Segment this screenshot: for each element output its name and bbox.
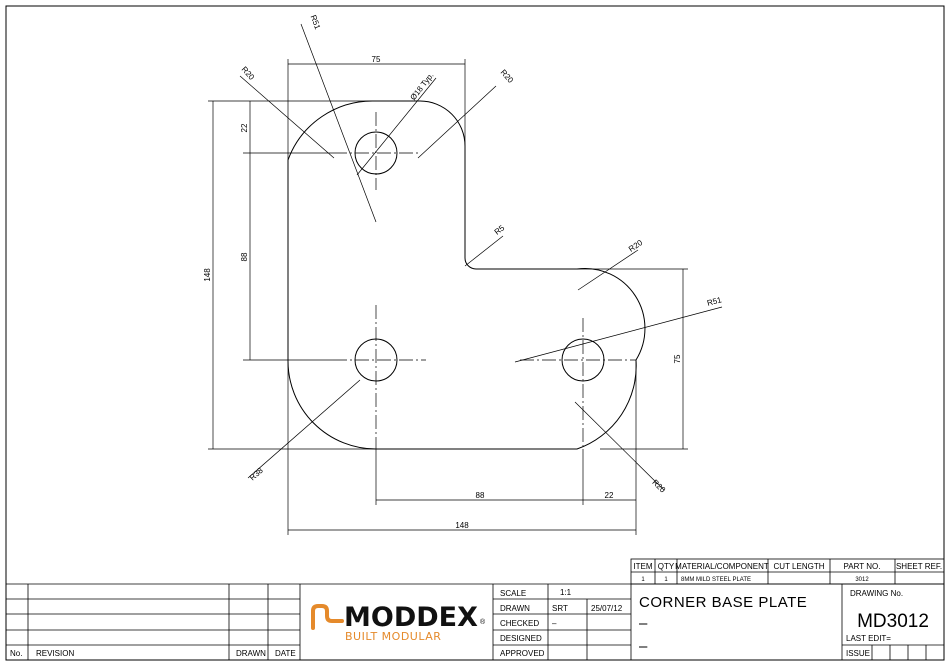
parts-cell-material: 8MM MILD STEEL PLATE <box>681 577 751 583</box>
drawing-no-value: MD3012 <box>857 611 929 632</box>
centerlines <box>333 112 636 449</box>
revision-label: REVISION <box>36 649 74 658</box>
extension-lines <box>208 59 688 535</box>
dimension-lines <box>212 23 723 531</box>
moddex-logo-mark <box>311 604 344 630</box>
revision-block: No. REVISION DRAWN DATE <box>10 649 296 658</box>
last-edit-label: LAST EDIT= <box>846 634 891 643</box>
checked-by: – <box>552 619 557 628</box>
dim-overall-height: 148 <box>203 268 212 282</box>
logo-name: MODDEX <box>344 602 478 633</box>
dim-radius-bottom-left: R38 <box>248 466 265 483</box>
drawing-number-block: DRAWING No. MD3012 LAST EDIT= ISSUE <box>846 589 929 658</box>
dim-radius-top-right: R20 <box>499 68 516 85</box>
dim-bottom-spacing: 88 <box>476 491 485 500</box>
dim-radius-top-left: R20 <box>240 65 257 82</box>
drawing-title: CORNER BASE PLATE <box>639 594 807 611</box>
dim-vertical-spacing: 88 <box>240 252 249 261</box>
scale-label: SCALE <box>500 589 526 598</box>
revision-drawn-label: DRAWN <box>236 649 266 658</box>
parts-cell-part-no: 3012 <box>855 577 869 583</box>
drawn-label: DRAWN <box>500 604 530 613</box>
title-area: CORNER BASE PLATE – – <box>639 594 807 655</box>
parts-header-cut-length: CUT LENGTH <box>774 562 825 571</box>
part-outline <box>287 100 646 450</box>
dim-radius-large-right: R51 <box>706 295 723 308</box>
parts-header-qty: QTY <box>658 562 675 571</box>
moddex-logo: MODDEX ® BUILT MODULAR <box>311 602 486 643</box>
issue-label: ISSUE <box>846 649 870 658</box>
dim-radius-inner: R5 <box>493 223 507 237</box>
dimension-texts: 75 22 88 148 75 88 22 148 Ø18 Typ. R20 R… <box>203 14 723 530</box>
drawn-date: 25/07/12 <box>591 604 623 613</box>
dim-radius-large-top: R51 <box>309 14 323 31</box>
approved-label: APPROVED <box>500 649 545 658</box>
sheet-border <box>5 5 945 661</box>
dim-radius-bottom-right: R20 <box>650 478 667 495</box>
drawn-by: SRT <box>552 604 568 613</box>
parts-header-material: MATERIAL/COMPONENT <box>675 562 769 571</box>
dim-hole-dia: Ø18 Typ. <box>409 71 436 102</box>
title-block <box>6 558 945 660</box>
parts-list: ITEM QTY MATERIAL/COMPONENT CUT LENGTH P… <box>633 562 942 583</box>
parts-header-item: ITEM <box>633 562 652 571</box>
dim-top-width: 75 <box>372 55 381 64</box>
parts-cell-qty: 1 <box>664 577 668 583</box>
holes <box>354 131 605 382</box>
dim-top-offset: 22 <box>240 123 249 132</box>
parts-header-part-no: PART NO. <box>844 562 881 571</box>
logo-tagline: BUILT MODULAR <box>345 630 441 643</box>
title-line-3: – <box>639 638 648 655</box>
title-line-2: – <box>639 615 648 632</box>
scale-value: 1:1 <box>560 588 572 597</box>
parts-cell-item: 1 <box>641 577 645 583</box>
dim-right-height: 75 <box>673 354 682 363</box>
checked-label: CHECKED <box>500 619 539 628</box>
designed-label: DESIGNED <box>500 634 542 643</box>
revision-date-label: DATE <box>275 649 296 658</box>
dim-overall-width: 148 <box>455 521 469 530</box>
revision-no-label: No. <box>10 649 22 658</box>
parts-header-sheet-ref: SHEET REF. <box>896 562 942 571</box>
dim-bottom-offset: 22 <box>605 491 614 500</box>
drawing-no-label: DRAWING No. <box>850 589 903 598</box>
signoff-block: SCALE 1:1 DRAWN SRT 25/07/12 CHECKED – D… <box>500 588 623 658</box>
logo-registered: ® <box>480 618 486 626</box>
